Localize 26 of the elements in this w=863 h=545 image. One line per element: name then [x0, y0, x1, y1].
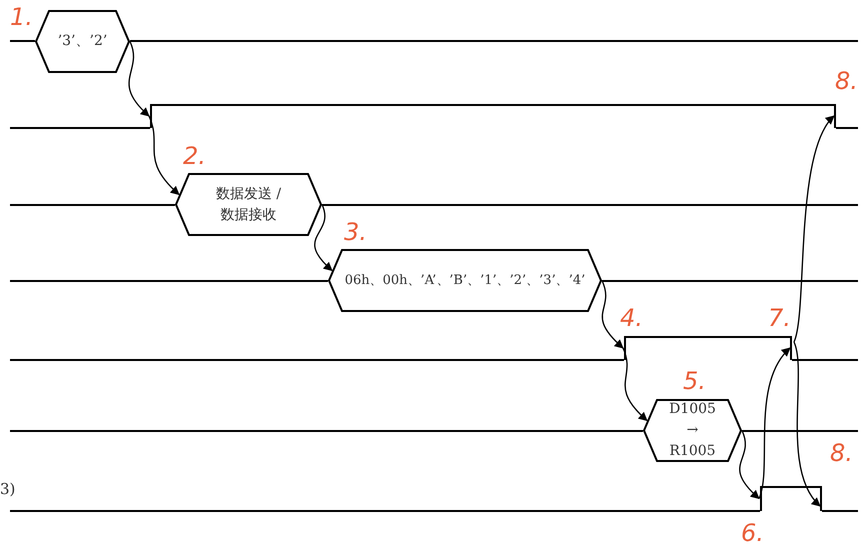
- step-number: 4.: [620, 305, 643, 331]
- arrow: [622, 348, 648, 422]
- arrow: [793, 342, 821, 507]
- data-hexagon: D1005 → R1005: [643, 399, 742, 462]
- signal-pulse: [150, 104, 836, 128]
- arrow: [148, 116, 180, 196]
- arrow: [739, 430, 760, 500]
- arrow: [793, 115, 835, 342]
- data-hexagon: 06h、00h、’A’、’B’、’1’、’2’、’3’、’4’: [328, 249, 602, 312]
- step-number: 8.: [835, 68, 858, 94]
- arrow: [314, 204, 333, 272]
- step-number: 8.: [830, 440, 853, 466]
- step-number: 7.: [768, 305, 791, 331]
- arrow: [758, 347, 791, 499]
- step-number: 2.: [183, 143, 206, 169]
- data-hexagon: 数据发送 / 数据接收: [175, 173, 322, 236]
- step-number: 6.: [741, 520, 764, 545]
- signal-pulse: [760, 486, 822, 511]
- arrow: [128, 41, 150, 117]
- arrow: [601, 280, 624, 349]
- data-hexagon: ’3’、’2’: [35, 10, 130, 73]
- step-number: 3.: [344, 219, 367, 245]
- signal-pulse: [624, 336, 792, 360]
- step-number: 1.: [10, 4, 33, 30]
- side-label: 3): [0, 480, 16, 498]
- step-number: 5.: [683, 368, 706, 394]
